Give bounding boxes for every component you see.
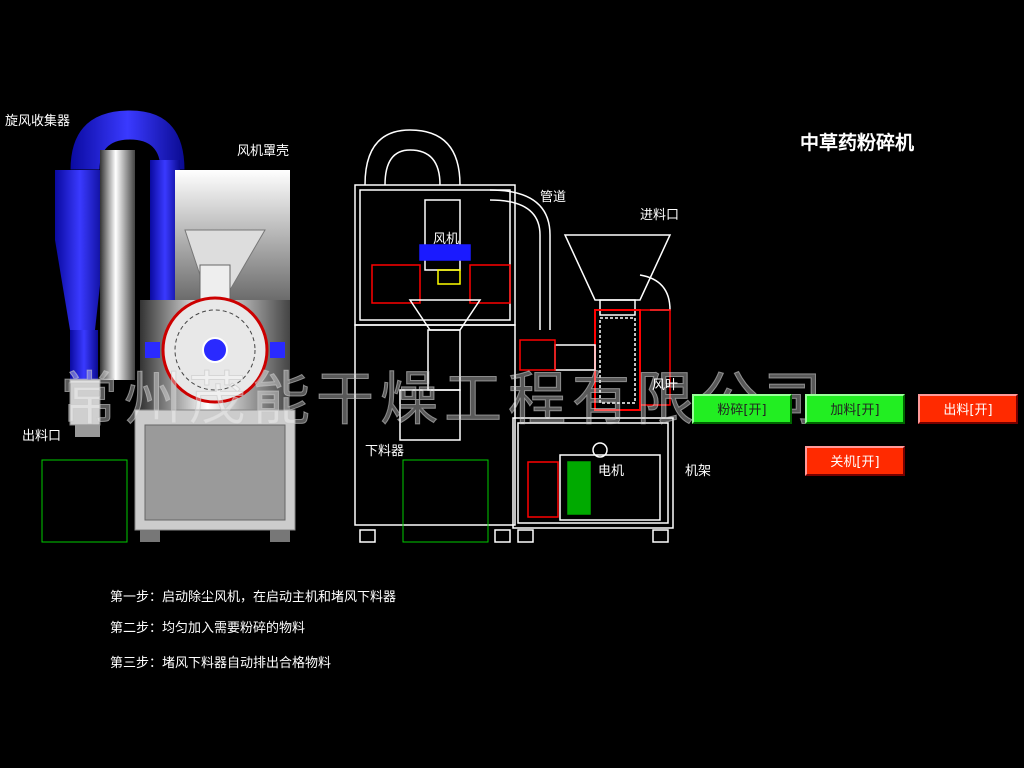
crush-button[interactable]: 粉碎[开] — [692, 394, 792, 424]
discharge-button[interactable]: 出料[开] — [918, 394, 1018, 424]
label-fan: 风机 — [433, 232, 460, 247]
shutdown-button[interactable]: 关机[开] — [805, 446, 905, 476]
label-discharger: 下料器 — [365, 444, 405, 459]
step-3: 第三步：堵风下料器自动排出合格物料 — [110, 656, 332, 671]
step-1: 第一步：启动除尘风机，在启动主机和堵风下料器 — [110, 590, 397, 605]
label-inlet: 进料口 — [640, 208, 680, 223]
label-fan-cover: 风机罩壳 — [237, 144, 290, 159]
step-2: 第二步：均匀加入需要粉碎的物料 — [110, 621, 306, 636]
label-outlet: 出料口 — [22, 429, 62, 444]
page-title: 中草药粉碎机 — [800, 132, 915, 154]
machine-3d-view — [41, 109, 296, 543]
machine-line-view — [354, 129, 674, 543]
label-impeller: 风叶 — [652, 378, 679, 393]
label-pipe: 管道 — [540, 190, 567, 205]
feed-button[interactable]: 加料[开] — [805, 394, 905, 424]
label-frame: 机架 — [685, 464, 712, 479]
label-cyclone: 旋风收集器 — [5, 114, 71, 129]
label-motor: 电机 — [598, 464, 625, 479]
